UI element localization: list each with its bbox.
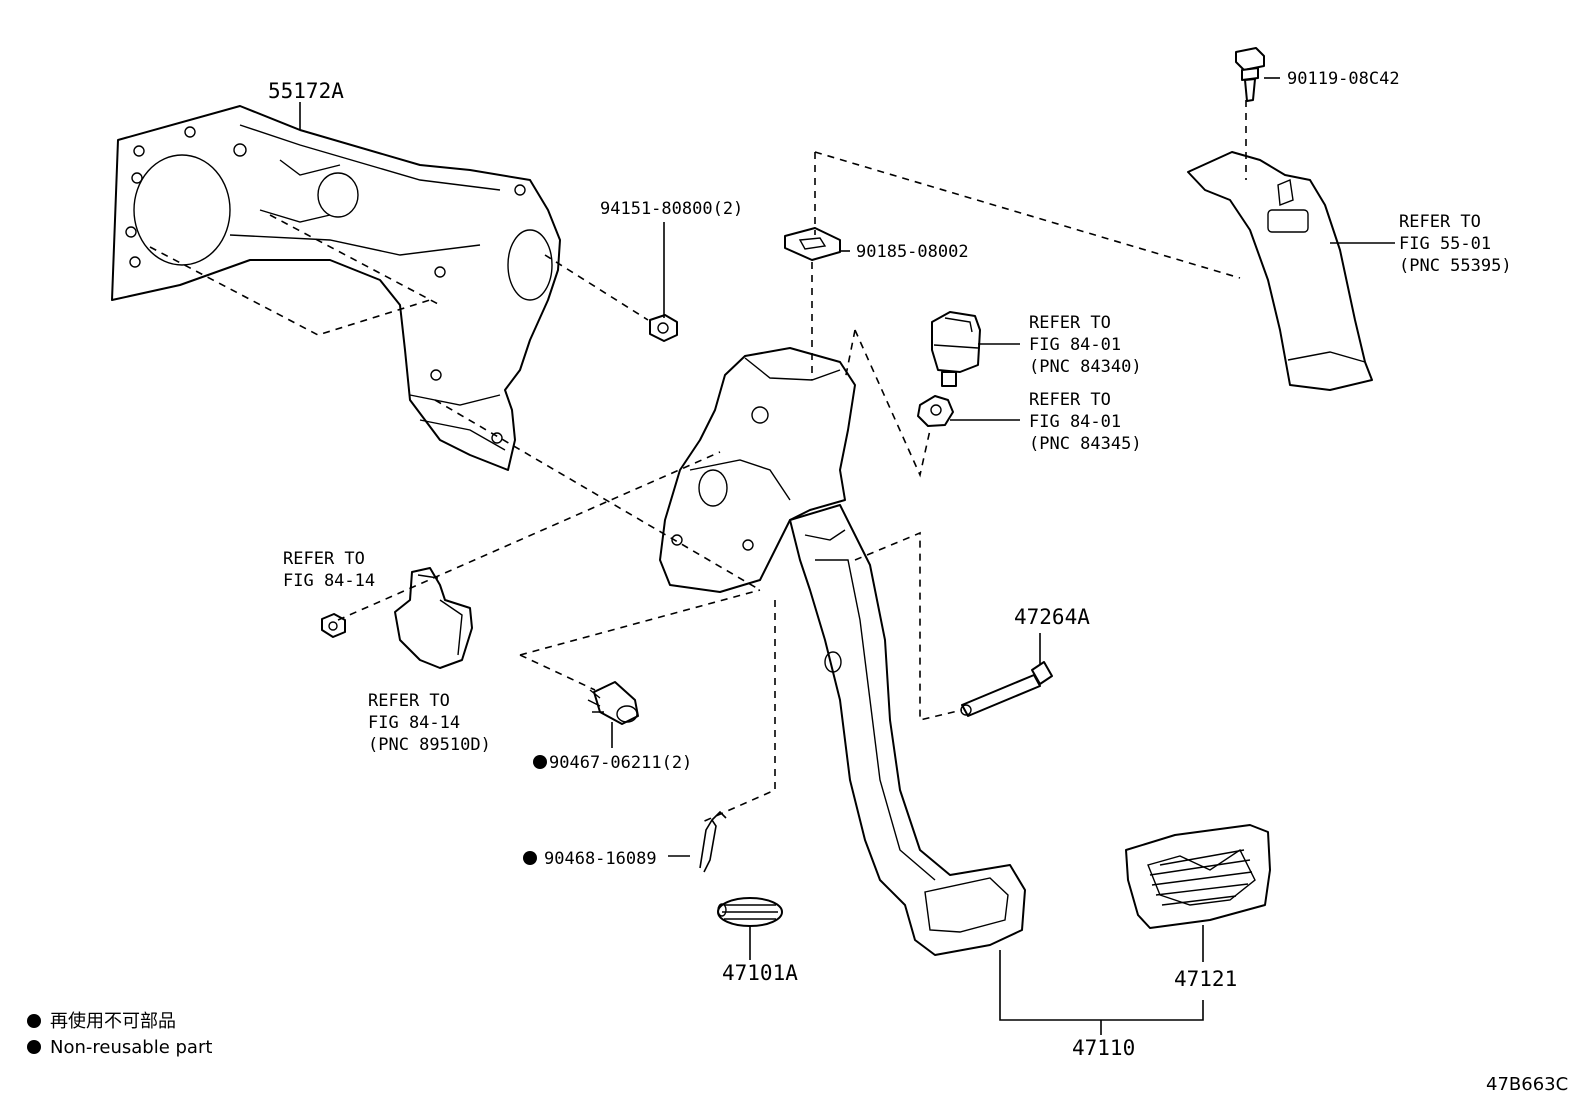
- label-refer-84345-line1[interactable]: REFER TO: [1029, 390, 1111, 410]
- cushion-pnc-84345[interactable]: [917, 395, 954, 427]
- label-refer-89510D-line3[interactable]: (PNC 89510D): [368, 735, 491, 755]
- label-47264A[interactable]: 47264A: [1014, 605, 1090, 629]
- clip-90185-08002[interactable]: [784, 227, 841, 261]
- label-90468-16089[interactable]: 90468-16089: [544, 849, 657, 869]
- label-refer-89510D-line2[interactable]: FIG 84-14: [368, 713, 460, 733]
- pedal-bracket-55172A[interactable]: [111, 105, 561, 471]
- nut-fig-84-14[interactable]: [321, 613, 346, 638]
- non-reusable-marker: [533, 755, 547, 769]
- label-refer-84340-line2[interactable]: FIG 84-01: [1029, 335, 1121, 355]
- nut-94151-80800[interactable]: [649, 314, 678, 342]
- assembly-dashed-lines: [149, 100, 1247, 824]
- non-reusable-marker: [523, 851, 537, 865]
- grommet-90467-06211[interactable]: [587, 681, 639, 725]
- label-55172A[interactable]: 55172A: [268, 79, 344, 103]
- sensor-pnc-89510D[interactable]: [394, 567, 473, 669]
- legend-marker: [27, 1014, 41, 1028]
- label-90467-06211[interactable]: 90467-06211(2): [549, 753, 692, 773]
- label-refer-fig-55-01-line3[interactable]: (PNC 55395): [1399, 256, 1512, 276]
- label-refer-fig-55-01-line2[interactable]: FIG 55-01: [1399, 234, 1491, 254]
- label-47101A[interactable]: 47101A: [722, 961, 798, 985]
- switch-pnc-84340[interactable]: [931, 311, 981, 387]
- leader-lines: [299, 77, 1395, 1035]
- label-refer-fig-55-01-line1[interactable]: REFER TO: [1399, 212, 1481, 232]
- label-refer-84345-line3[interactable]: (PNC 84345): [1029, 434, 1142, 454]
- spring-47101A[interactable]: [717, 897, 783, 927]
- legend-english: Non-reusable part: [50, 1037, 212, 1058]
- label-refer-fig-84-14a-line1[interactable]: REFER TO: [283, 549, 365, 569]
- label-94151-80800[interactable]: 94151-80800(2): [600, 199, 743, 219]
- label-90185-08002[interactable]: 90185-08002: [856, 242, 969, 262]
- pin-47264A[interactable]: [960, 661, 1053, 717]
- diagram-code: 47B663C: [1486, 1074, 1568, 1095]
- label-47121[interactable]: 47121: [1174, 967, 1237, 991]
- brake-pedal-assembly-47110[interactable]: [659, 347, 1026, 956]
- label-47110[interactable]: 47110: [1072, 1036, 1135, 1060]
- bracket-pnc-55395[interactable]: [1187, 151, 1373, 391]
- clip-90468-16089[interactable]: [699, 810, 727, 873]
- label-refer-84340-line3[interactable]: (PNC 84340): [1029, 357, 1142, 377]
- label-refer-84340-line1[interactable]: REFER TO: [1029, 313, 1111, 333]
- pedal-pad-47121[interactable]: [1125, 824, 1271, 929]
- label-90119-08C42[interactable]: 90119-08C42: [1287, 69, 1400, 89]
- label-refer-fig-84-14a-line2[interactable]: FIG 84-14: [283, 571, 375, 591]
- label-refer-84345-line2[interactable]: FIG 84-01: [1029, 412, 1121, 432]
- legend-japanese: 再使用不可部品: [50, 1011, 176, 1032]
- legend-marker: [27, 1040, 41, 1054]
- label-refer-89510D-line1[interactable]: REFER TO: [368, 691, 450, 711]
- bolt-90119-08C42[interactable]: [1235, 47, 1265, 102]
